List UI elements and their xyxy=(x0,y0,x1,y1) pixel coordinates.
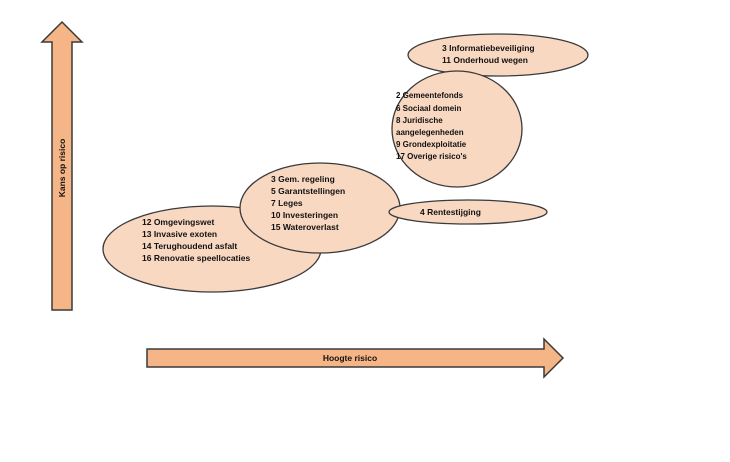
risk-list-group-3: 4 Rentestijging xyxy=(420,207,481,217)
risk-list-group-1: 12 Omgevingswet 13 Invasive exoten 14 Te… xyxy=(142,217,250,263)
risk-item: 2 Gemeentefonds xyxy=(396,91,464,100)
risk-list-group-5: 3 Informatiebeveiliging 11 Onderhoud weg… xyxy=(442,43,535,65)
risk-ellipse-group-5 xyxy=(407,33,589,77)
risk-item: 3 Gem. regeling xyxy=(271,174,335,184)
risk-item: 11 Onderhoud wegen xyxy=(442,55,528,65)
risk-item: 16 Renovatie speellocaties xyxy=(142,253,250,263)
y-axis-label: Kans op risico xyxy=(57,139,67,198)
risk-item: 6 Sociaal domein xyxy=(396,104,461,113)
risk-ellipse-group-3 xyxy=(388,199,548,225)
risk-item: 13 Invasive exoten xyxy=(142,229,217,239)
risk-item: 14 Terughoudend asfalt xyxy=(142,241,237,251)
y-axis-arrow xyxy=(40,20,84,311)
risk-list-group-2: 3 Gem. regeling 5 Garantstellingen 7 Leg… xyxy=(271,174,345,232)
risk-item: 15 Wateroverlast xyxy=(271,222,339,232)
risk-item: 17 Overige risico's xyxy=(396,152,467,161)
risk-item: 4 Rentestijging xyxy=(420,207,481,217)
risk-item: 3 Informatiebeveiliging xyxy=(442,43,535,53)
risk-item: 8 Juridische xyxy=(396,116,443,125)
risk-list-group-4: 2 Gemeentefonds 6 Sociaal domein 8 Jurid… xyxy=(396,91,467,161)
risk-item: 12 Omgevingswet xyxy=(142,217,214,227)
risk-item: aangelegenheden xyxy=(396,128,464,137)
risk-item: 10 Investeringen xyxy=(271,210,338,220)
risk-ellipse-group-4 xyxy=(391,70,523,188)
x-axis-arrow xyxy=(146,337,565,379)
risk-item: 9 Grondexploitatie xyxy=(396,140,467,149)
risk-item: 7 Leges xyxy=(271,198,303,208)
x-axis-label: Hoogte risico xyxy=(323,353,377,363)
risk-item: 5 Garantstellingen xyxy=(271,186,345,196)
